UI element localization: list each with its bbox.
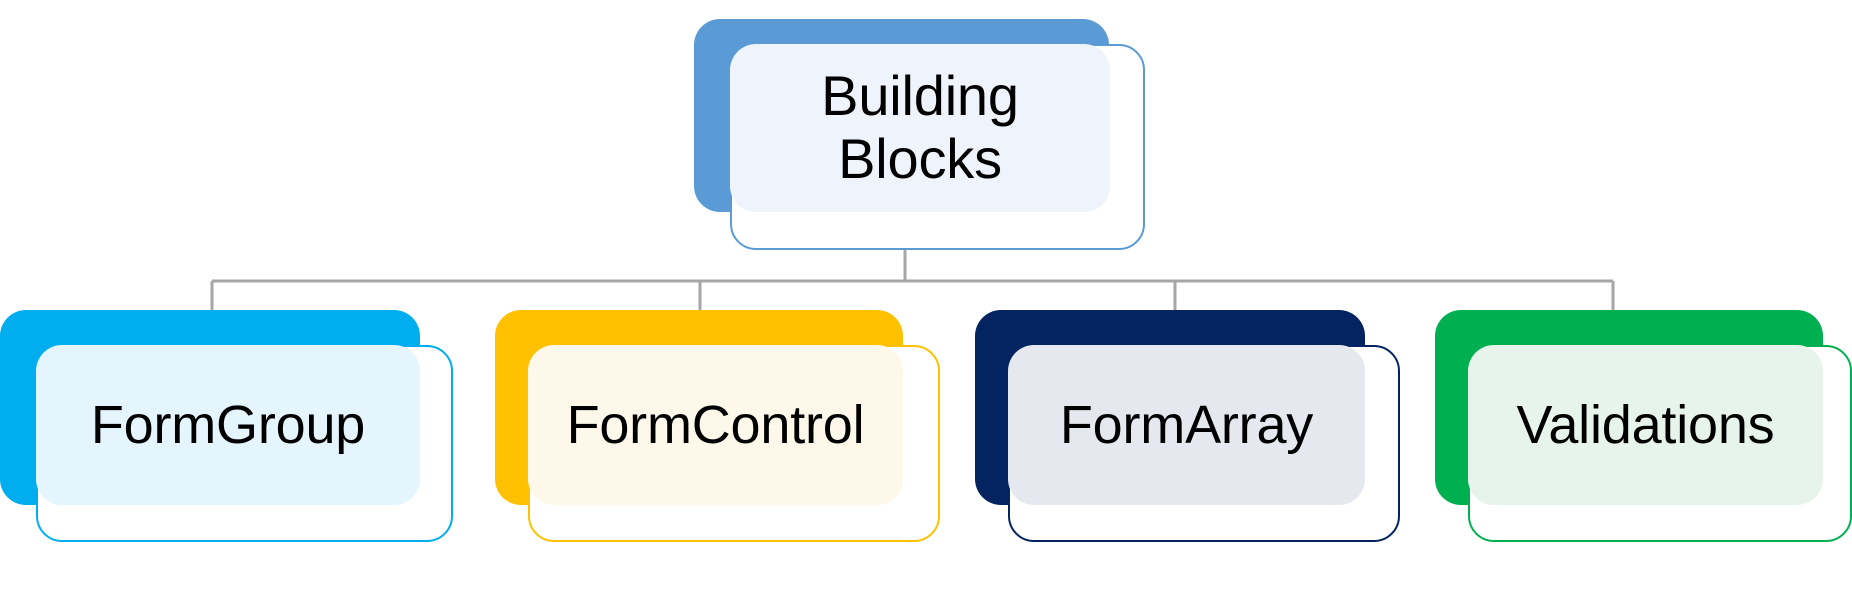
- node-formgroup-label: FormGroup: [36, 345, 420, 505]
- node-building-blocks-label: Building Blocks: [730, 44, 1110, 212]
- node-formarray-label: FormArray: [1008, 345, 1365, 505]
- node-formcontrol-label: FormControl: [528, 345, 903, 505]
- node-validations-label: Validations: [1468, 345, 1823, 505]
